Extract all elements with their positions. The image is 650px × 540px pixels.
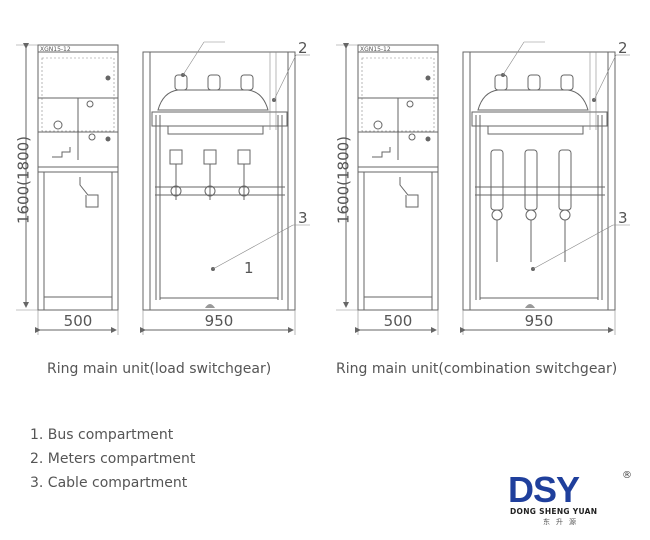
logo-company: DONG SHENG YUAN <box>510 507 598 516</box>
callout-3: 3 <box>298 209 308 227</box>
model-label: XGN15-12 <box>40 46 71 53</box>
caption-load-switchgear: Ring main unit(load switchgear) <box>47 361 272 377</box>
caption-combination-switchgear: Ring main unit(combination switchgear) <box>336 361 618 377</box>
front-width-dimension: 950 <box>525 312 554 330</box>
load-switch-poles <box>169 149 251 200</box>
callout-2: 2 <box>298 39 308 57</box>
diagram-combination-switchgear: XGN15-12 1600(1800) 500 950 2 3 <box>335 39 631 335</box>
diagram-load-switchgear: XGN15-12 1600(1800) 500 950 1 2 3 <box>15 39 311 335</box>
logo-brand: DSY <box>508 469 580 510</box>
logo-chinese: 东升源 <box>543 518 582 526</box>
legend-item-meters: 2. Meters compartment <box>30 451 196 467</box>
dsy-logo: DSY ® DONG SHENG YUAN 东升源 <box>508 469 632 526</box>
callout-1: 1 <box>244 259 254 277</box>
legend-item-cable: 3. Cable compartment <box>30 475 188 491</box>
registered-mark: ® <box>622 470 632 481</box>
height-dimension: 1600(1800) <box>335 136 353 224</box>
side-width-dimension: 500 <box>384 312 413 330</box>
legend-item-bus: 1. Bus compartment <box>30 427 174 443</box>
callout-2: 2 <box>618 39 628 57</box>
side-width-dimension: 500 <box>64 312 93 330</box>
fuse-poles <box>490 149 572 262</box>
height-dimension: 1600(1800) <box>15 136 33 224</box>
front-width-dimension: 950 <box>205 312 234 330</box>
model-label: XGN15-12 <box>360 46 391 53</box>
callout-3: 3 <box>618 209 628 227</box>
